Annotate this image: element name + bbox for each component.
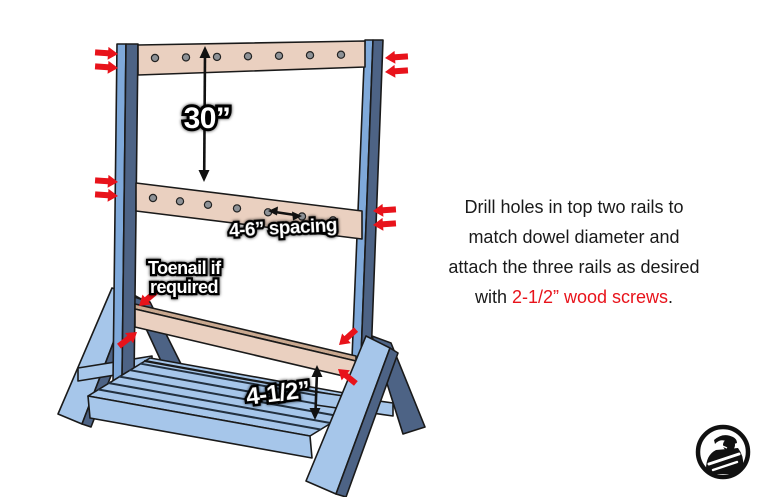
middle-rail xyxy=(135,182,363,240)
instruction-line: Drill holes in top two rails to xyxy=(464,197,684,217)
right-a-frame-leg xyxy=(305,335,426,497)
screw-arrow-icon xyxy=(384,49,409,65)
label-dowel-spacing: 4-6” spacing xyxy=(229,215,338,242)
label-toenail-line1: Toenail if xyxy=(148,258,222,278)
left-post xyxy=(112,43,139,383)
screw-arrow-icon xyxy=(94,59,119,75)
instruction-line: match dowel diameter and xyxy=(468,227,680,247)
dimension-spacing xyxy=(268,206,302,221)
instruction-text: Drill holes in top two rails to match do… xyxy=(404,192,744,312)
dowel-holes-top xyxy=(150,50,346,63)
dimension-30 xyxy=(198,46,211,182)
right-post xyxy=(351,39,384,359)
dimension-4-1-2 xyxy=(309,365,323,420)
screw-arrow-icon xyxy=(94,45,119,61)
screw-size-highlight: 2-1/2” wood screws xyxy=(511,287,669,307)
platform-front-face xyxy=(87,395,313,459)
label-rail-gap: 30” xyxy=(184,102,231,135)
instruction-line: attach the three rails as desired xyxy=(448,257,700,277)
woodworker-logo xyxy=(694,423,754,483)
dowel-holes-middle xyxy=(148,193,338,225)
instruction-line: with 2-1/2” wood screws. xyxy=(474,287,674,307)
base-platform xyxy=(87,357,373,459)
woodworker-logo-icon xyxy=(695,424,751,480)
label-toenail-line2: required xyxy=(150,277,218,297)
top-rail xyxy=(137,40,366,76)
screw-arrow-icon xyxy=(384,63,409,79)
